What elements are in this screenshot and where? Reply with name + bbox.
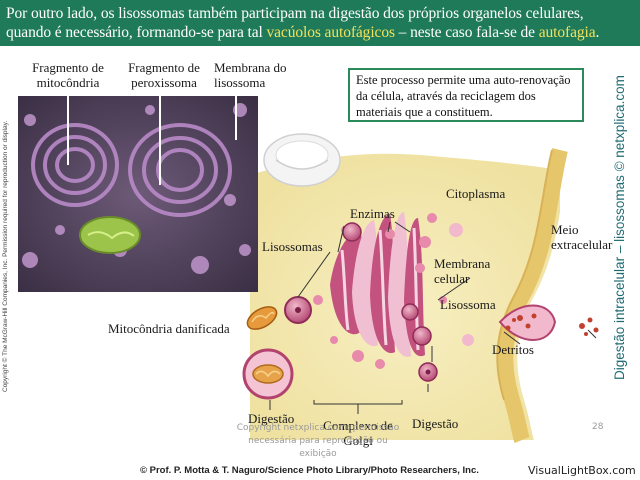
label-cell-membrane: Membrana celular: [434, 256, 490, 286]
label-lysosome: Lisossoma: [440, 297, 496, 312]
info-line: Este processo permite uma auto-renovação: [356, 73, 571, 87]
label-fragment-peroxisome: Fragmento de peroxissoma: [118, 60, 210, 90]
photo-credit: © Prof. P. Motta & T. Naguro/Science Pho…: [140, 465, 479, 476]
detritus: [579, 317, 599, 336]
label-damaged-mitochondrion: Mitocôndria danificada: [108, 321, 230, 336]
label-enzymes: Enzimas: [350, 206, 395, 221]
label-text: lisossoma: [214, 75, 266, 90]
label-text: peroxissoma: [131, 75, 197, 90]
label-debris: Detritos: [492, 342, 534, 357]
label-text: Membrana do: [214, 60, 287, 75]
label-text: Golgi: [343, 433, 373, 448]
label-text: Membrana: [434, 256, 491, 271]
label-text: extracelular: [551, 237, 613, 252]
label-fragment-mitochondria: Fragmento de mitocôndria: [22, 60, 114, 90]
label-text: celular: [434, 271, 470, 286]
label-lysosome-membrane: Membrana do lisossoma: [214, 60, 287, 90]
diagram-illustration: [18, 96, 612, 443]
header-text: .: [595, 24, 600, 41]
label-text: Fragmento de: [128, 60, 200, 75]
info-line: materiais que a constituem.: [356, 105, 493, 119]
side-title: Digestão intracelular – lisossomas © net…: [612, 75, 627, 380]
header-line-2: quando é necessário, formando-se para ta…: [6, 24, 599, 42]
page-number: 28: [592, 422, 604, 432]
label-digestion-1: Digestão: [248, 411, 295, 426]
left-copyright: Copyright © The McGraw-Hill Companies, I…: [2, 120, 9, 392]
highlight-autofagia: autofagia: [538, 24, 596, 41]
label-text: Complexo de: [323, 418, 393, 433]
highlight-vacuolos: vacúolos autofágicos: [266, 24, 395, 41]
golgi-complex: [330, 212, 425, 357]
footer-copyright-note: Copyright netxplica.com: permissão neces…: [236, 423, 400, 459]
label-digestion-2: Digestão: [412, 416, 459, 431]
autophagic-vacuole: [242, 348, 294, 400]
label-text: Meio: [551, 222, 579, 237]
header-line-1: Por outro lado, os lisossomas também par…: [6, 5, 584, 22]
info-line: da célula, através da reciclagem dos: [356, 89, 536, 103]
info-box: Este processo permite uma auto-renovação…: [348, 68, 584, 122]
damaged-mitochondrion: [246, 306, 278, 330]
membrane-inner-line: [496, 149, 553, 401]
extracellular-region: [517, 150, 612, 440]
micrograph-image: [18, 96, 258, 292]
endocytosis-vesicle: [498, 304, 557, 341]
lysosome-3d-render: [263, 133, 341, 187]
label-cytoplasm: Citoplasma: [446, 186, 506, 201]
label-golgi-complex: Complexo de Golgi: [316, 418, 400, 448]
label-lysosomes: Lisossomas: [262, 239, 323, 254]
header-text: quando é necessário, formando-se para ta…: [6, 24, 267, 41]
label-text: Fragmento de: [32, 60, 104, 75]
watermark: VisualLightBox.com: [528, 464, 636, 477]
label-extracellular: Meio extracelular: [551, 222, 612, 252]
lysosomes: [284, 222, 474, 382]
header-banner: Por outro lado, os lisossomas também par…: [0, 0, 640, 46]
header-text: – neste caso fala-se de: [394, 24, 539, 41]
label-lines: [269, 221, 597, 414]
label-text: mitocôndria: [36, 75, 100, 90]
